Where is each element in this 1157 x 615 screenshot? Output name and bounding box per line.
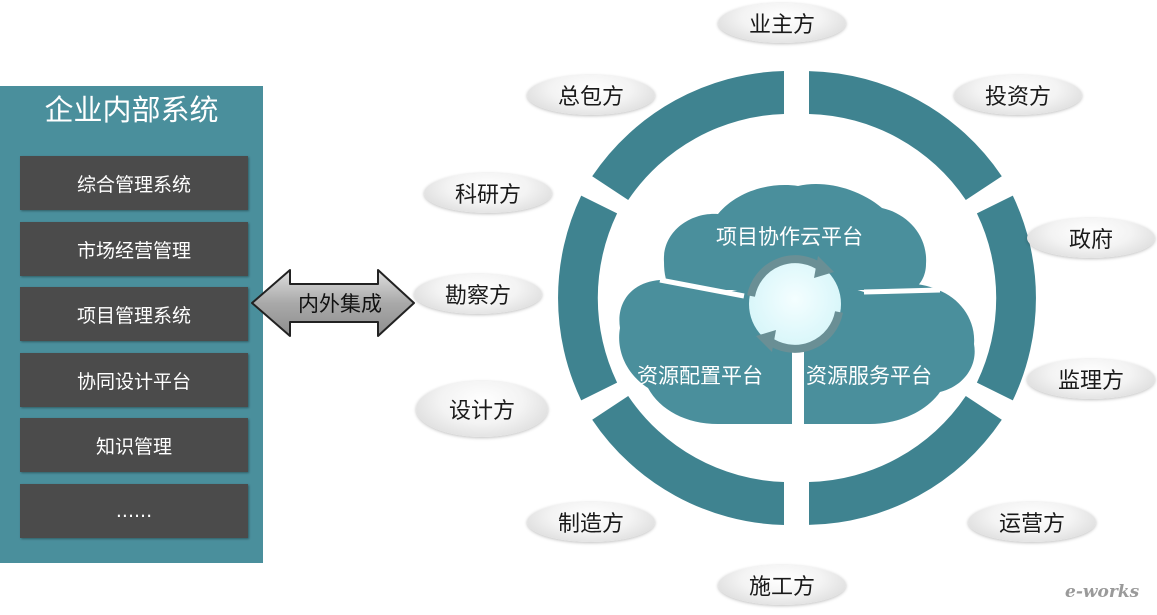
party-manufacturer: 制造方 xyxy=(527,502,655,542)
cycle-arrowhead-top xyxy=(814,256,834,278)
watermark-logo: e-works xyxy=(1065,582,1140,602)
cycle-arrowhead-bottom xyxy=(756,330,776,352)
ring-segment-right xyxy=(976,195,1036,401)
panel-title: 企业内部系统 xyxy=(44,93,219,127)
collaboration-ring xyxy=(558,71,1036,525)
party-operator: 运营方 xyxy=(968,502,1096,542)
cloud-seam-right xyxy=(863,287,941,295)
party-general-contractor: 总包方 xyxy=(527,75,655,115)
system-item-more: ...... xyxy=(20,484,248,538)
ring-segment-bottom-right xyxy=(809,396,1002,525)
ring-segment-left xyxy=(558,195,618,401)
cycle-center xyxy=(749,258,841,350)
cloud-seam-left xyxy=(659,277,745,299)
party-government: 政府 xyxy=(1027,218,1155,258)
cloud-top-label: 项目协作云平台 xyxy=(716,225,863,249)
cloud-left-label: 资源配置平台 xyxy=(637,364,763,388)
party-investor: 投资方 xyxy=(954,75,1082,115)
cloud-left-lobe xyxy=(619,278,792,424)
ring-segment-top-left xyxy=(592,71,784,200)
party-design: 设计方 xyxy=(416,381,548,437)
integration-label: 内外集成 xyxy=(298,292,382,316)
integration-arrow xyxy=(251,269,415,337)
party-survey: 勘察方 xyxy=(414,274,542,314)
party-research: 科研方 xyxy=(424,173,552,213)
cycle-arc-bottom xyxy=(765,311,843,353)
cloud-top-lobe xyxy=(663,184,927,290)
system-item-market-operations: 市场经营管理 xyxy=(20,222,248,276)
cloud-right-label: 资源服务平台 xyxy=(806,364,932,388)
party-construction: 施工方 xyxy=(718,565,846,605)
cycle-arc-top xyxy=(747,255,825,297)
system-item-integrated-management: 综合管理系统 xyxy=(20,156,248,210)
system-item-project-management: 项目管理系统 xyxy=(20,287,248,341)
party-owner: 业主方 xyxy=(718,3,846,43)
system-item-collaborative-design: 协同设计平台 xyxy=(20,353,248,407)
system-item-knowledge-management: 知识管理 xyxy=(20,418,248,472)
ring-segment-top-right xyxy=(809,71,1002,200)
cloud-platform xyxy=(619,184,975,424)
cloud-right-lobe xyxy=(804,283,975,424)
party-supervisor: 监理方 xyxy=(1027,359,1155,399)
ring-segment-bottom-left xyxy=(592,396,784,525)
